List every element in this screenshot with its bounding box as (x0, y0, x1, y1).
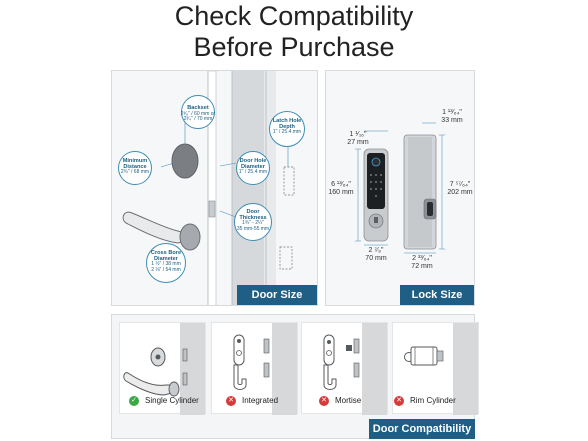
door-thickness-title-2: Thickness (239, 214, 267, 221)
door-hole-title-1: Door Hole (239, 158, 267, 164)
mortise-lock-illustration (323, 334, 360, 390)
minimum-distance-callout (118, 151, 152, 185)
backset-label: Backset 2³⁄₈" / 60 mm or 2³⁄₄" / 70 mm (178, 105, 218, 123)
door-hole-callout (236, 151, 270, 185)
cross-bore-line-2: 2 ⅛" / 54 mm (151, 266, 181, 273)
single-cylinder-lock-illustration (123, 347, 188, 397)
mortise-card (301, 322, 388, 415)
front-depth-metric: 27 mm (347, 139, 369, 146)
backset-line-2: 2³⁄₄" / 70 mm (183, 116, 213, 122)
lock-size-tag: Lock Size (400, 285, 474, 305)
backset-callout (181, 95, 215, 129)
cross-bore-label: Cross Bore Diameter 1 ½" / 38 mm 2 ⅛" / … (145, 250, 187, 273)
backset-title: Backset (187, 105, 209, 111)
door-size-panel: Backset 2³⁄₈" / 60 mm or 2³⁄₄" / 70 mm M… (111, 70, 318, 306)
latch-hole-title-1: Latch Hole (272, 118, 302, 124)
door-thickness-callout (234, 203, 272, 241)
door-hole-label: Door Hole Diameter 1" / 25.4 mm (235, 158, 271, 176)
back-width-value: 2 ³³⁄₆₄" (412, 255, 432, 262)
door-hole-value: 1" / 25.4 mm (238, 169, 268, 175)
back-depth-metric: 33 mm (441, 117, 463, 124)
cross-icon: ✕ (319, 396, 329, 406)
back-height-dimension: 7 ⁵⁷⁄₆₄" 202 mm (444, 181, 474, 197)
front-width-metric: 70 mm (365, 255, 387, 262)
front-width-dimension: 2 ⁷⁄₈" 70 mm (360, 247, 392, 263)
check-icon: ✓ (129, 396, 139, 406)
rim-cylinder-card (392, 322, 479, 415)
door-thickness-line-1: 1¾" - 2¼" (242, 220, 264, 226)
minimum-distance-label: Minimum Distance 2¾" / 68 mm (117, 158, 153, 176)
front-depth-value: 1 ¹⁄₁₆" (349, 131, 367, 138)
cross-icon: ✕ (226, 396, 236, 406)
door-compatibility-tag: Door Compatibility (369, 419, 475, 439)
headline-line-2: Before Purchase (193, 32, 395, 62)
compat-label-single-cylinder: Single Cylinder (145, 396, 199, 406)
latch-hole-label: Latch Hole Depth 1" / 25.4 mm (269, 118, 305, 136)
minimum-distance-value: 2¾" / 68 mm (120, 169, 150, 175)
cross-bore-title-1: Cross Bore (150, 250, 182, 256)
door-thickness-title-1: Door (246, 209, 260, 215)
front-height-metric: 160 mm (328, 189, 354, 196)
door-hole-title-2: Diameter (241, 163, 265, 170)
door-thickness-line-2: 35 mm-55 mm (236, 225, 270, 232)
cross-bore-callout (146, 243, 186, 283)
integrated-card (211, 322, 298, 415)
lock-size-panel: 1 ¹⁄₁₆" 27 mm 6 ¹³⁄₆₄" 160 mm 2 ⁷⁄₈" 70 … (325, 70, 475, 306)
integrated-lock-illustration (233, 334, 270, 390)
door-thickness-label: Door Thickness 1¾" - 2¼" 35 mm-55 mm (233, 209, 273, 232)
wall-graphic (362, 323, 387, 415)
compat-label-integrated: Integrated (242, 396, 279, 406)
cross-bore-title-2: Diameter (154, 255, 178, 262)
back-depth-value: 1 ¹³⁄₆₄" (442, 109, 462, 116)
cross-bore-line-1: 1 ½" / 38 mm (151, 261, 181, 267)
compat-status-single-cylinder: ✓ Single Cylinder (129, 396, 199, 406)
compat-status-rim-cylinder: ✕ Rim Cylinder (394, 396, 456, 406)
front-height-value: 6 ¹³⁄₆₄" (331, 181, 351, 188)
headline-line-1: Check Compatibility (174, 1, 414, 31)
front-width-value: 2 ⁷⁄₈" (368, 247, 384, 254)
wall-graphic (453, 323, 478, 415)
backset-line-1: 2³⁄₈" / 60 mm or (180, 110, 216, 117)
front-depth-dimension: 1 ¹⁄₁₆" 27 mm (340, 131, 376, 147)
back-width-metric: 72 mm (411, 263, 433, 270)
rim-cylinder-lock-illustration (404, 346, 444, 366)
compat-label-mortise: Mortise (335, 396, 362, 406)
compat-label-rim-cylinder: Rim Cylinder (410, 396, 456, 406)
latch-hole-title-2: Depth (279, 123, 295, 130)
lock-diagram-illustration (326, 71, 474, 305)
back-width-dimension: 2 ³³⁄₆₄" 72 mm (402, 255, 442, 271)
compat-status-integrated: ✕ Integrated (226, 396, 278, 406)
minimum-distance-title-1: Minimum (122, 158, 148, 164)
minimum-distance-title-2: Distance (123, 163, 147, 170)
front-height-dimension: 6 ¹³⁄₆₄" 160 mm (326, 181, 356, 197)
back-height-metric: 202 mm (447, 189, 473, 196)
cross-icon: ✕ (394, 396, 404, 406)
wall-graphic (180, 323, 205, 415)
door-size-tag: Door Size (237, 285, 317, 305)
back-height-value: 7 ⁵⁷⁄₆₄" (449, 181, 471, 188)
wall-graphic (272, 323, 297, 415)
back-depth-dimension: 1 ¹³⁄₆₄" 33 mm (432, 109, 472, 125)
compat-status-mortise: ✕ Mortise (319, 396, 361, 406)
latch-hole-callout (269, 111, 305, 147)
latch-hole-value: 1" / 25.4 mm (272, 129, 302, 135)
